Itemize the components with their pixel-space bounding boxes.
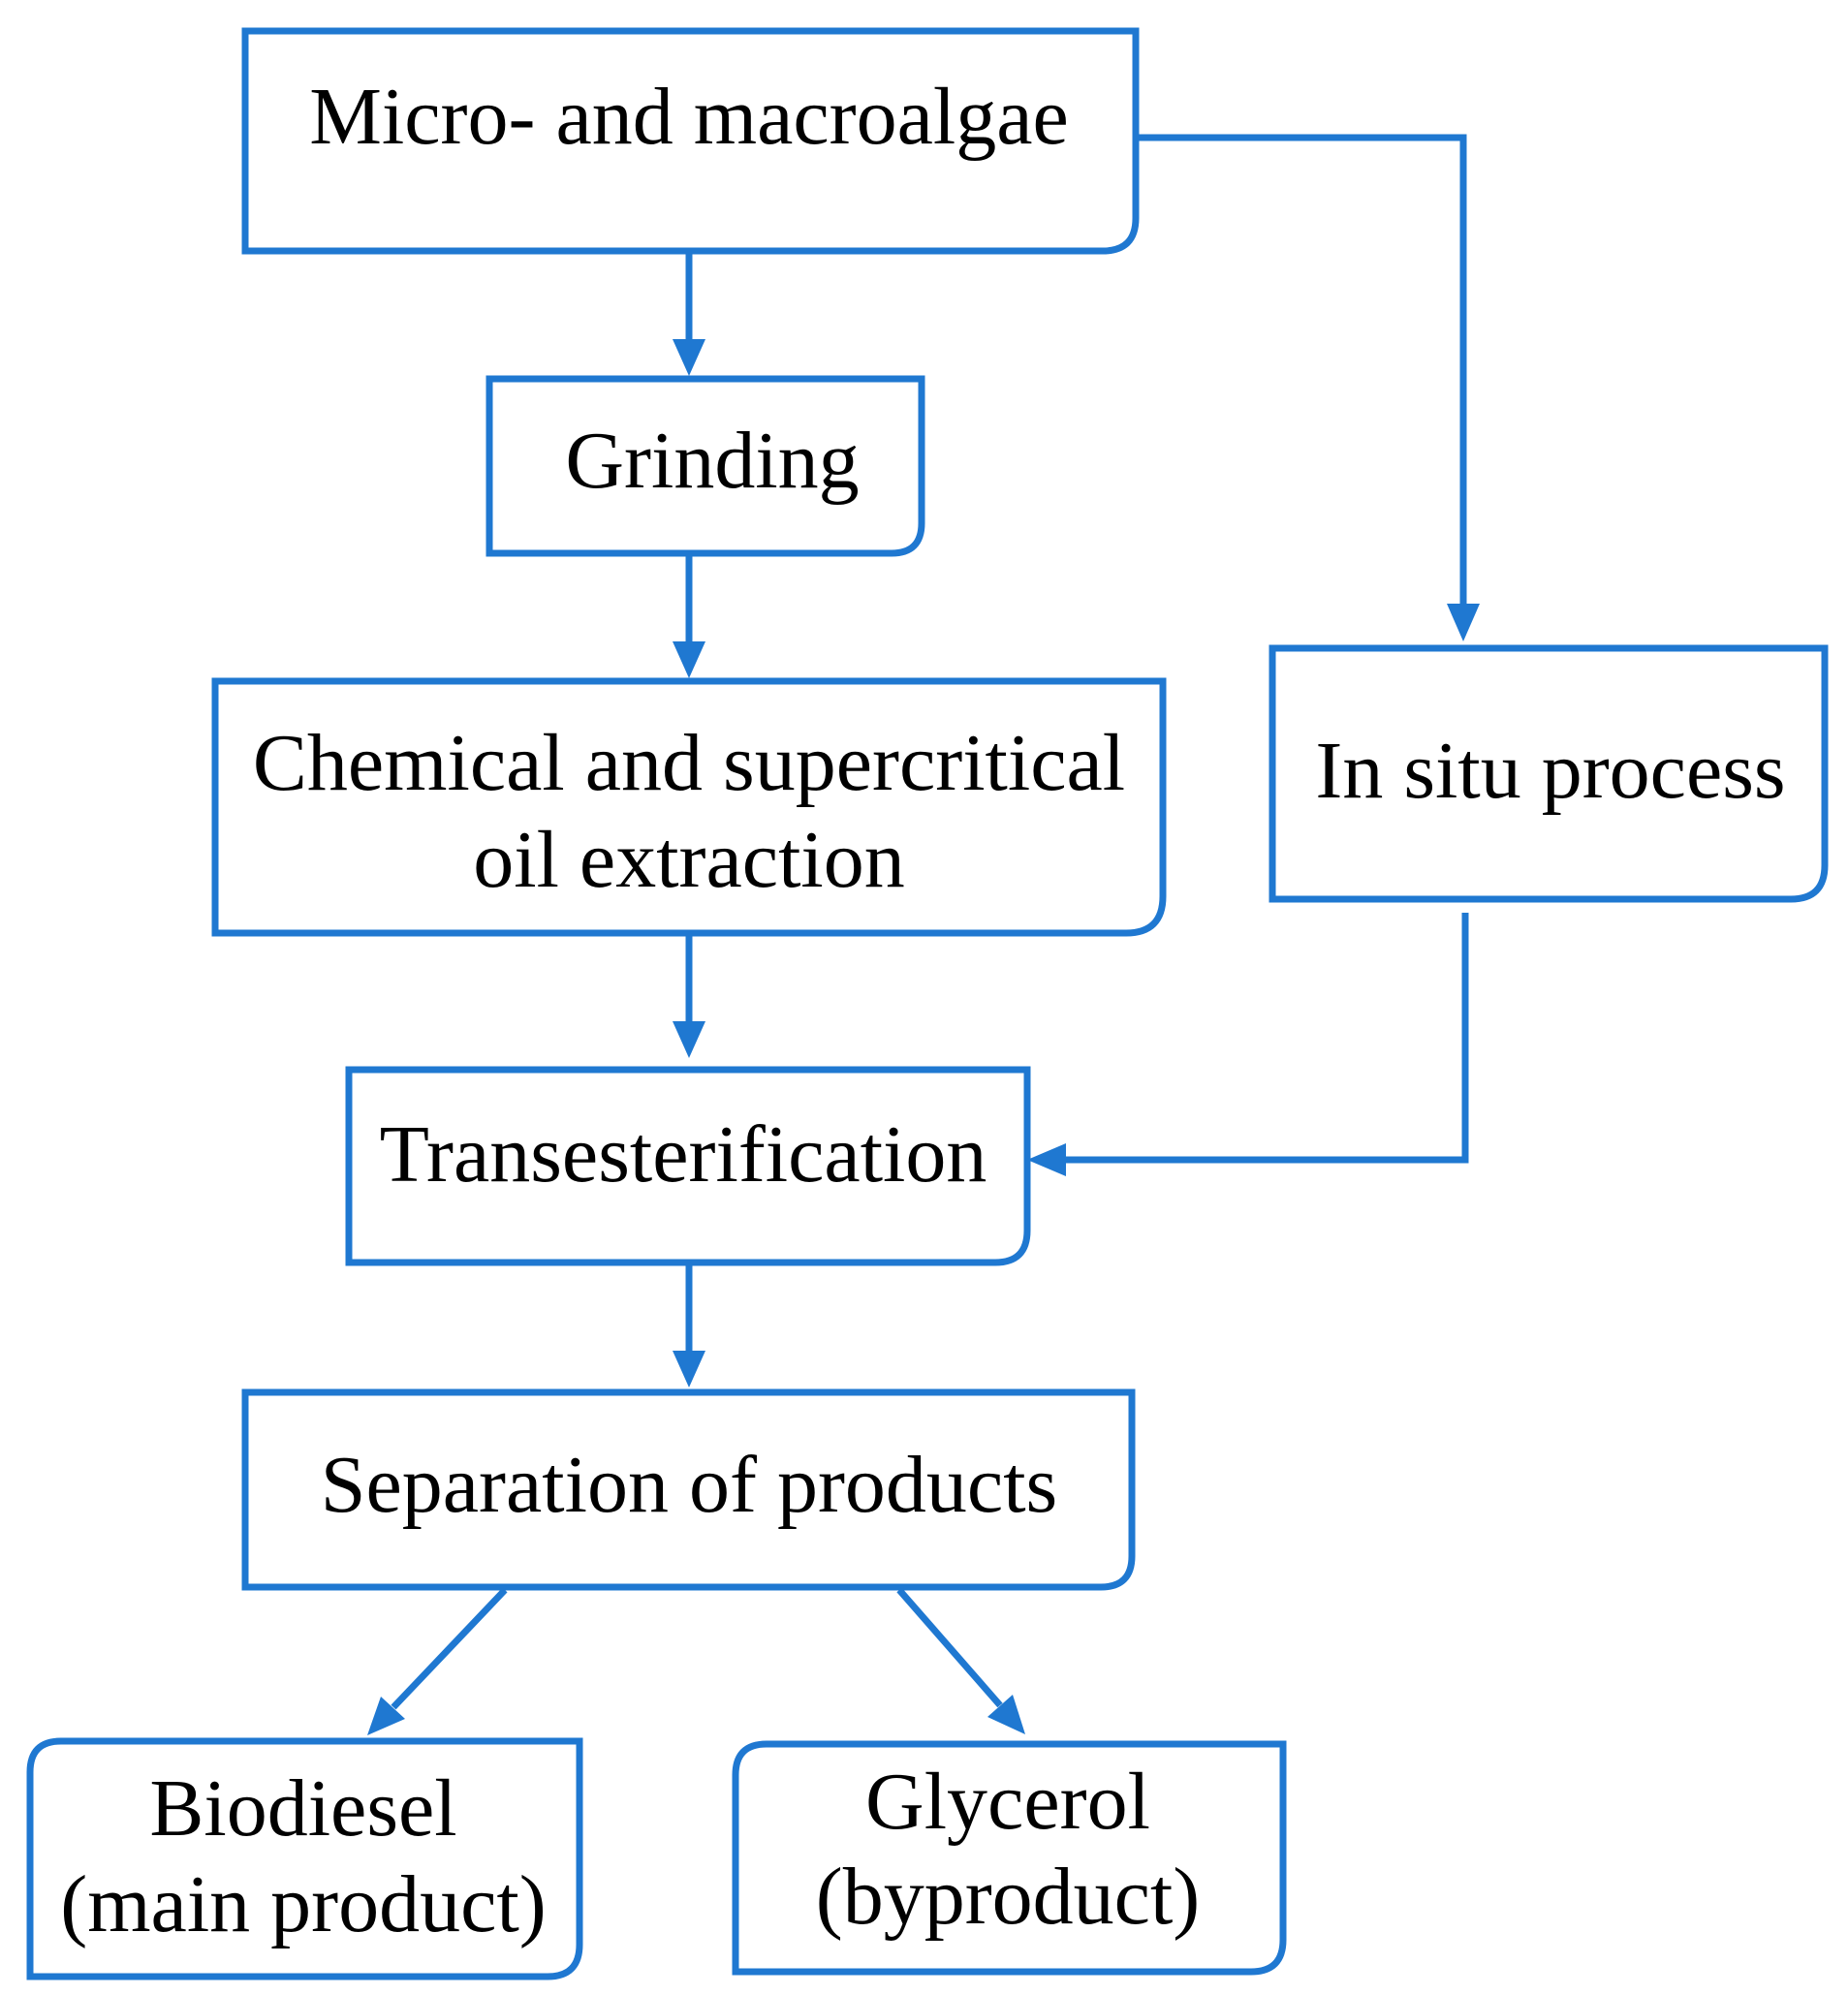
svg-text:Glycerol: Glycerol <box>865 1757 1150 1847</box>
svg-text:Micro- and macroalgae: Micro- and macroalgae <box>309 72 1069 162</box>
node-glycerol-label-line1: Glycerol <box>865 1757 1150 1847</box>
svg-text:Biodiesel: Biodiesel <box>149 1763 456 1854</box>
node-biodiesel-label-line1: Biodiesel <box>149 1763 456 1854</box>
node-biodiesel-label-line2: (main product) <box>60 1859 547 1949</box>
svg-text:oil extraction: oil extraction <box>473 815 905 905</box>
arrow-extraction-to-transesterification <box>673 933 705 1058</box>
node-extraction-label-line1: Chemical and supercritical <box>253 718 1125 808</box>
node-grinding: Grinding <box>485 375 925 557</box>
node-transesterification-label: Transesterification <box>380 1109 987 1200</box>
arrow-transesterification-to-separation <box>673 1262 705 1387</box>
svg-text:Chemical and supercritical: Chemical and supercritical <box>253 718 1125 808</box>
svg-text:Grinding: Grinding <box>565 416 859 506</box>
svg-text:In situ process: In situ process <box>1315 726 1785 816</box>
node-in-situ: In situ process <box>1269 644 1829 903</box>
node-in-situ-label: In situ process <box>1315 726 1785 816</box>
node-glycerol: Glycerol (byproduct) <box>732 1740 1287 1976</box>
node-biodiesel: Biodiesel (main product) <box>26 1737 583 1980</box>
arrow-separation-to-glycerol <box>896 1587 1025 1734</box>
node-transesterification: Transesterification <box>345 1066 1031 1266</box>
node-extraction: Chemical and supercritical oil extractio… <box>211 677 1167 937</box>
svg-text:Separation of products: Separation of products <box>321 1440 1057 1530</box>
svg-text:(main product): (main product) <box>60 1859 547 1949</box>
arrow-algae-to-in-situ <box>1136 134 1480 641</box>
connectors <box>367 134 1480 1735</box>
arrow-grinding-to-extraction <box>673 553 705 678</box>
node-algae-label: Micro- and macroalgae <box>309 72 1069 162</box>
arrow-separation-to-biodiesel <box>367 1587 508 1735</box>
svg-text:(byproduct): (byproduct) <box>816 1852 1201 1942</box>
arrow-algae-to-grinding <box>673 251 705 376</box>
svg-text:Transesterification: Transesterification <box>380 1109 987 1200</box>
node-extraction-label-line2: oil extraction <box>473 815 905 905</box>
node-glycerol-label-line2: (byproduct) <box>816 1852 1201 1942</box>
node-separation-label: Separation of products <box>321 1440 1057 1530</box>
arrow-in-situ-to-transesterification <box>1027 913 1469 1176</box>
node-separation: Separation of products <box>241 1388 1136 1591</box>
node-algae: Micro- and macroalgae <box>241 27 1140 255</box>
node-grinding-label: Grinding <box>565 416 859 506</box>
